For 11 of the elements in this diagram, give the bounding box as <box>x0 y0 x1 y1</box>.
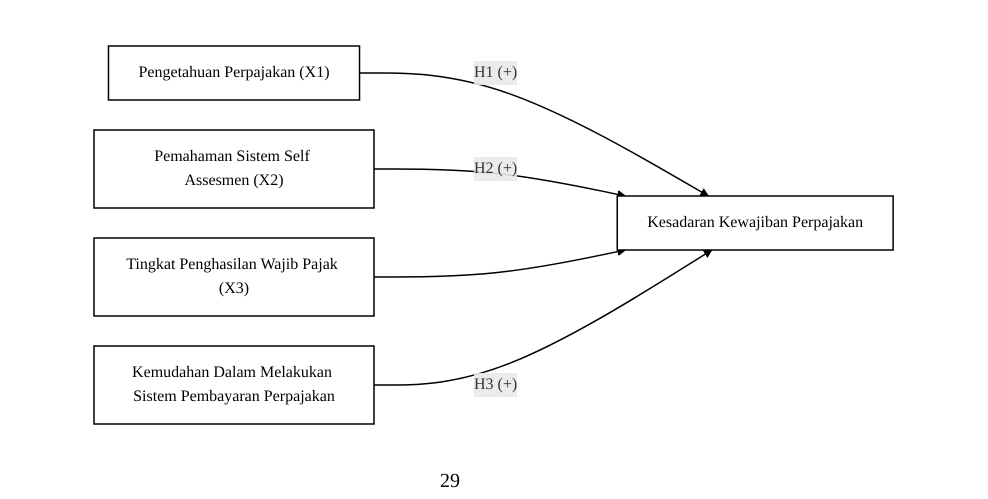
node-box: Pemahaman Sistem Self Assesmen (X2) <box>94 129 376 209</box>
page-number: 29 <box>440 470 460 492</box>
node-box: Kesadaran Kewajiban Perpajakan <box>616 195 894 251</box>
edge-label: H1 (+) <box>474 64 518 81</box>
node-box: Tingkat Penghasilan Wajib Pajak (X3) <box>94 237 376 317</box>
arrow <box>374 250 713 386</box>
edge-label: H3 (+) <box>474 376 518 393</box>
arrow <box>360 72 710 196</box>
edge-label: H2 (+) <box>474 160 518 177</box>
node-box: Kemudahan Dalam Melakukan Sistem Pembayaran Perpajakan <box>94 345 376 425</box>
node-box: Pengetahuan Perpajakan (X1) <box>108 45 361 101</box>
